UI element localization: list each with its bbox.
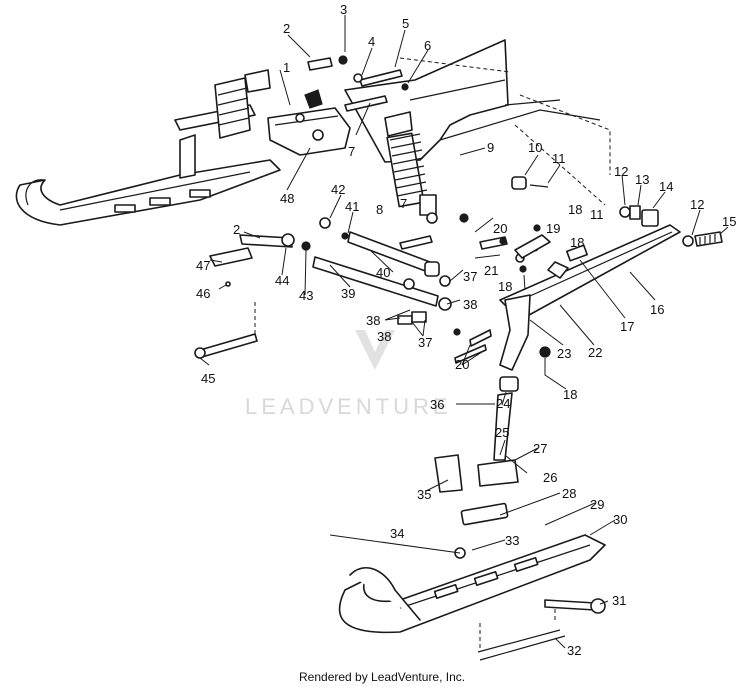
callout-label: 40 bbox=[376, 265, 390, 280]
callout-label: 2 bbox=[283, 21, 290, 36]
callout-label: 39 bbox=[341, 286, 355, 301]
callout-label: 20 bbox=[493, 221, 507, 236]
callout-label: 38 bbox=[366, 313, 380, 328]
callout-label: 24 bbox=[496, 396, 510, 411]
callout-label: 12 bbox=[690, 197, 704, 212]
callout-label: 26 bbox=[543, 470, 557, 485]
callout-label: 11 bbox=[590, 207, 604, 222]
callout-label: 14 bbox=[659, 179, 673, 194]
callout-label: 5 bbox=[402, 16, 409, 31]
callout-label: 18 bbox=[570, 235, 584, 250]
callout-label: 18 bbox=[568, 202, 582, 217]
callout-label: 21 bbox=[484, 263, 498, 278]
callout-label: 27 bbox=[533, 441, 547, 456]
callout-label: 8 bbox=[376, 202, 383, 217]
callout-label: 4 bbox=[368, 34, 375, 49]
callout-label: 31 bbox=[612, 593, 626, 608]
callout-label: 38 bbox=[463, 297, 477, 312]
callout-label: 3 bbox=[340, 2, 347, 17]
callout-label: 38 bbox=[377, 329, 391, 344]
callout-label: 7 bbox=[348, 144, 355, 159]
callout-label: 33 bbox=[505, 533, 519, 548]
callout-label: 35 bbox=[417, 487, 431, 502]
callout-label: 7 bbox=[400, 196, 407, 211]
callout-label: 41 bbox=[345, 199, 359, 214]
frame-panel bbox=[344, 39, 611, 206]
callout-labels: 1 2 3 4 5 6 7 7 8 9 10 11 12 13 14 12 15… bbox=[196, 2, 736, 658]
callout-label: 37 bbox=[463, 269, 477, 284]
callout-label: 43 bbox=[299, 288, 313, 303]
ski bbox=[338, 502, 606, 661]
callout-label: 16 bbox=[650, 302, 664, 317]
mount-bracket bbox=[267, 89, 351, 156]
callout-label: 45 bbox=[201, 371, 215, 386]
callout-label: 25 bbox=[495, 425, 509, 440]
hardware-upper-right bbox=[511, 176, 723, 247]
callout-label: 19 bbox=[546, 221, 560, 236]
spindle-assembly bbox=[434, 294, 531, 493]
callout-label: 18 bbox=[498, 279, 512, 294]
callout-label: 2 bbox=[233, 222, 240, 237]
leadventure-watermark: LEADVENTURE bbox=[245, 330, 452, 419]
callout-label: 23 bbox=[557, 346, 571, 361]
callout-label: 13 bbox=[635, 172, 649, 187]
callout-label: 32 bbox=[567, 643, 581, 658]
footer-credit: Rendered by LeadVenture, Inc. bbox=[299, 670, 465, 684]
callout-label: 34 bbox=[390, 526, 404, 541]
callout-label: 48 bbox=[280, 191, 294, 206]
shock-absorber bbox=[384, 111, 438, 224]
callout-label: 28 bbox=[562, 486, 576, 501]
callout-label: 42 bbox=[331, 182, 345, 197]
callout-label: 30 bbox=[613, 512, 627, 527]
callout-label: 1 bbox=[283, 60, 290, 75]
callout-label: 18 bbox=[563, 387, 577, 402]
callout-label: 15 bbox=[722, 214, 736, 229]
callout-label: 10 bbox=[528, 140, 542, 155]
callout-label: 44 bbox=[275, 273, 289, 288]
callout-label: 36 bbox=[430, 397, 444, 412]
rods-and-hardware bbox=[194, 55, 551, 364]
background-ski-assembly bbox=[15, 69, 281, 226]
callout-label: 6 bbox=[424, 38, 431, 53]
callout-label: 20 bbox=[455, 357, 469, 372]
leader-lines bbox=[199, 15, 729, 649]
callout-label: 17 bbox=[620, 319, 634, 334]
callout-label: 46 bbox=[196, 286, 210, 301]
callout-label: 12 bbox=[614, 164, 628, 179]
callout-label: 11 bbox=[552, 151, 566, 166]
callout-label: 37 bbox=[418, 335, 432, 350]
callout-label: 47 bbox=[196, 258, 210, 273]
callout-label: 22 bbox=[588, 345, 602, 360]
callout-label: 29 bbox=[590, 497, 604, 512]
watermark-text: LEADVENTURE bbox=[245, 394, 452, 419]
callout-label: 9 bbox=[487, 140, 494, 155]
